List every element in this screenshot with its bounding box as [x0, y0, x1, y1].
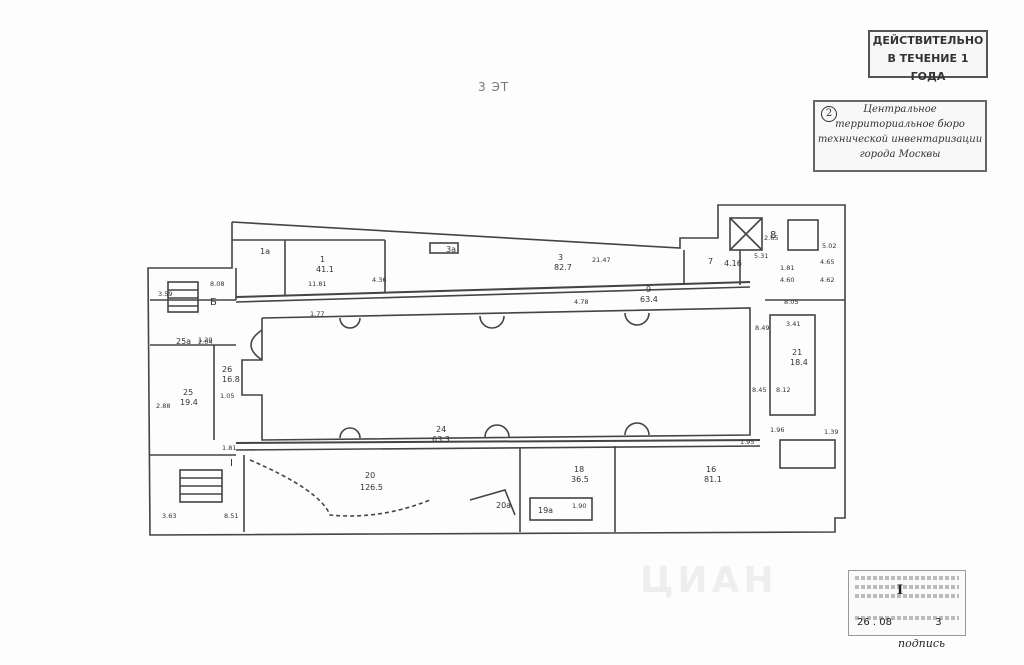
room-7-label: 7	[708, 257, 713, 266]
room-16-label: 16	[706, 465, 716, 474]
room-3a-label: 3а	[446, 245, 456, 254]
room-20-label: 20	[365, 471, 375, 480]
room-19a-label: 19а	[538, 506, 553, 515]
dimension: 11.81	[308, 280, 327, 288]
dimension: 3.59	[158, 290, 172, 298]
inventory-stamp-date: 26 . 08 3	[857, 617, 942, 628]
outer-wall	[147, 204, 846, 536]
dimension: 8.12	[776, 386, 790, 394]
dimension: 8.49	[755, 324, 769, 332]
room-8-label: 8	[770, 230, 776, 241]
room-25a-label: 25а	[176, 337, 191, 346]
room-9-area: 63.4	[640, 295, 658, 304]
room-1a-label: 1а	[260, 247, 270, 256]
dimension: 1.96	[770, 426, 784, 434]
room-25-area: 19.4	[180, 398, 198, 407]
dimension: 4.65	[820, 258, 834, 266]
inventory-stamp-page: 3	[935, 617, 942, 628]
dimension: 1.39	[824, 428, 838, 436]
bureau-line4: города Москвы	[859, 149, 941, 160]
dimension: 8.51	[224, 512, 238, 520]
room-20-area: 126.5	[360, 483, 383, 492]
room-7-area: 4.16	[724, 259, 742, 268]
dimension: 2.88	[156, 402, 170, 410]
dimension: 8.08	[210, 280, 224, 288]
dimension: 5.31	[754, 252, 768, 260]
room-1-area: 41.1	[316, 265, 334, 274]
room-3-area: 82.7	[554, 263, 572, 272]
dimension: 1.20	[198, 336, 212, 344]
room-b-label: Б	[210, 297, 217, 308]
dimension: 4.60	[780, 276, 794, 284]
validity-stamp-line2: В ТЕЧЕНИЕ 1 ГОДА	[887, 52, 969, 83]
signature: подпись	[898, 637, 945, 650]
dimension: 1.05	[220, 392, 234, 400]
dimension: 1.95	[740, 438, 754, 446]
bureau-line2: территориальное бюро	[835, 119, 965, 130]
inventory-stamp-date-value: 26 . 08	[857, 617, 892, 628]
inventory-stamp-mark: I	[897, 583, 904, 598]
dimension: 1.90	[572, 502, 586, 510]
bureau-line1: Центральное	[863, 104, 937, 115]
dimension: 2.04	[198, 338, 212, 346]
dimension: 4.62	[820, 276, 834, 284]
room-16-area: 81.1	[704, 475, 722, 484]
floor-label: 3 ЭТ	[478, 80, 510, 94]
dimension: 3.41	[786, 320, 800, 328]
room-21-label: 21	[792, 348, 802, 357]
dimension: 1.77	[310, 310, 324, 318]
room-i-label: I	[230, 458, 233, 469]
watermark: ЦИАН	[640, 560, 778, 601]
inventory-stamp: I 26 . 08 3	[848, 570, 966, 636]
room-24-area: 63.3	[432, 435, 450, 444]
room-24-label: 24	[436, 425, 446, 434]
room-9-label: 9	[646, 285, 651, 294]
room-3-label: 3	[558, 253, 563, 262]
validity-stamp-line1: ДЕЙСТВИТЕЛЬНО	[872, 34, 984, 47]
dimension: 5.02	[822, 242, 836, 250]
room-21-area: 18.4	[790, 358, 808, 367]
dimension: 21.47	[592, 256, 611, 264]
dimension: 1.81	[222, 444, 236, 452]
room-25-label: 25	[183, 388, 193, 397]
dimension: 1.81	[780, 264, 794, 272]
dimension: 8.05	[784, 298, 798, 306]
room-20a-label: 20а	[496, 501, 511, 510]
central-hall	[241, 307, 751, 441]
dimension: 4.36	[372, 276, 386, 284]
dimension: 3.63	[162, 512, 176, 520]
bureau-stamp-number: 2	[821, 106, 837, 122]
bureau-stamp: 2 Центральное территориальное бюро техни…	[813, 100, 987, 172]
validity-stamp: ДЕЙСТВИТЕЛЬНО В ТЕЧЕНИЕ 1 ГОДА	[868, 30, 988, 83]
dimension: 8.45	[752, 386, 766, 394]
room-26-area: 16.8	[222, 375, 240, 384]
room-1-label: 1	[320, 255, 325, 264]
dimension: 4.78	[574, 298, 588, 306]
room-18-area: 36.5	[571, 475, 589, 484]
bureau-line3: технической инвентаризации	[817, 134, 983, 145]
dimension: 2.65	[764, 234, 778, 242]
room-18-label: 18	[574, 465, 584, 474]
room-26-label: 26	[222, 365, 232, 374]
